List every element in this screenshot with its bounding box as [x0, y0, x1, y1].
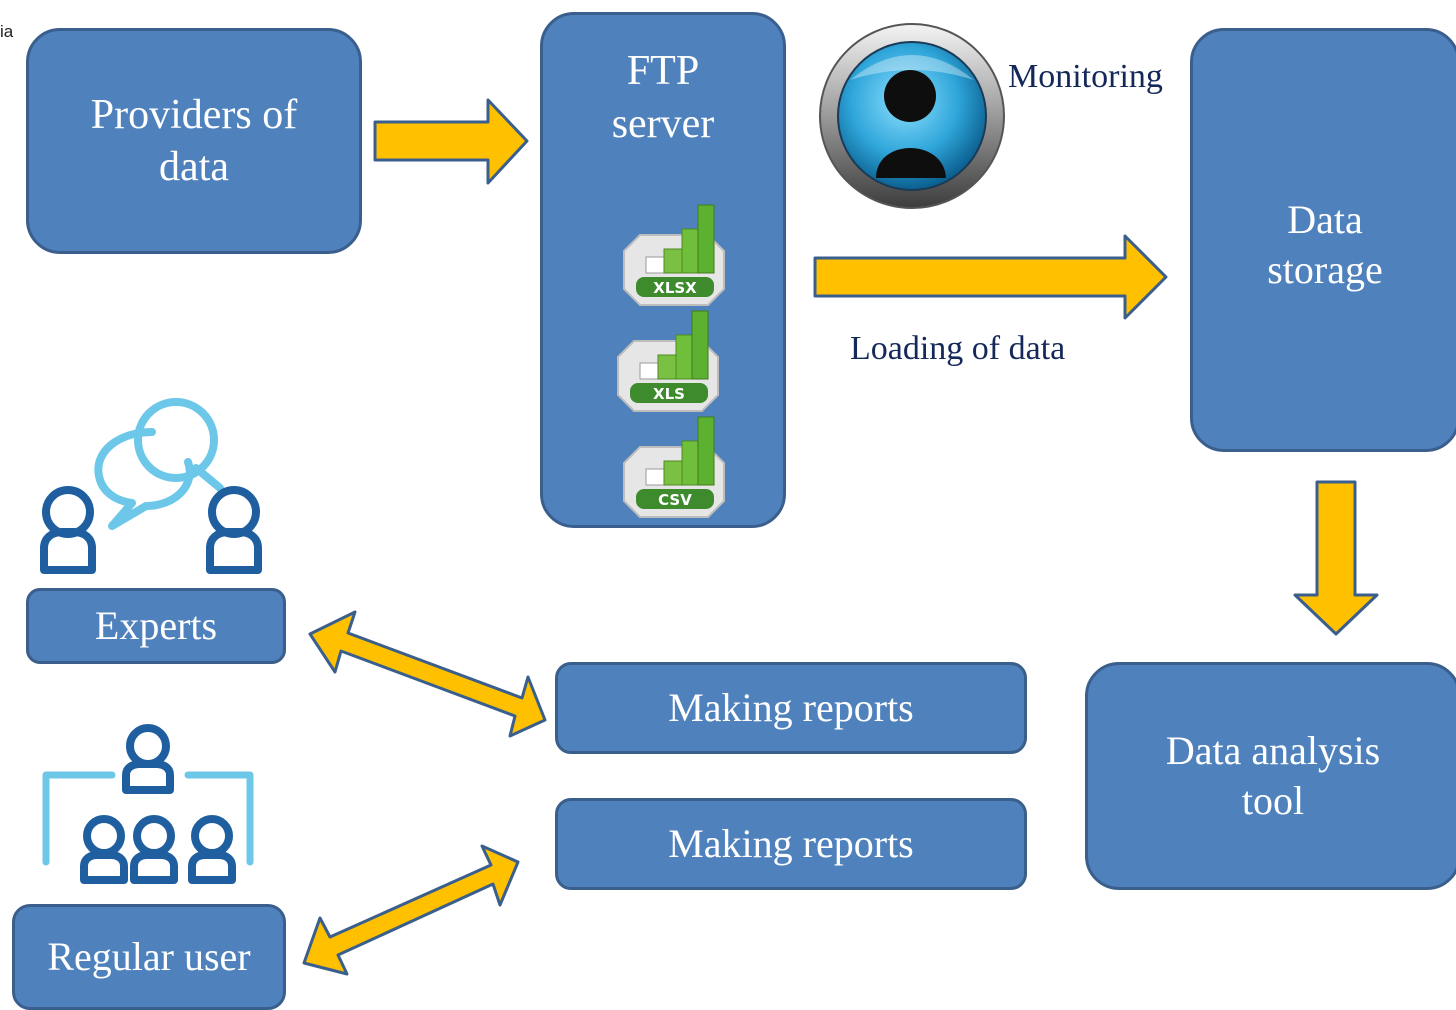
experts-box: Experts — [26, 588, 286, 664]
making-reports-label-1: Making reports — [668, 685, 914, 730]
making-reports-label-2: Making reports — [668, 821, 914, 866]
making-reports-box-2: Making reports — [555, 798, 1027, 890]
arrow-providers-to-ftp — [373, 98, 529, 185]
xlsx-icon-text: XLSX — [653, 279, 697, 297]
arrow-user-reports — [302, 844, 520, 976]
user-group-icon — [42, 724, 254, 884]
regular-user-label: Regular user — [47, 934, 251, 979]
providers-box: Providers of data — [26, 28, 362, 254]
making-reports-box-1: Making reports — [555, 662, 1027, 754]
arrow-experts-reports — [308, 610, 547, 738]
xlsx-file-icon: XLSX — [623, 204, 725, 306]
monitoring-label: Monitoring — [1008, 58, 1163, 95]
arrow-storage-to-analysis — [1293, 480, 1379, 636]
data-analysis-box: Data analysis tool — [1085, 662, 1456, 890]
xls-icon-text: XLS — [653, 385, 685, 403]
ftp-server-label: FTP server — [611, 48, 715, 147]
data-analysis-label: Data analysis tool — [1165, 728, 1381, 823]
data-storage-box: Data storage — [1190, 28, 1456, 452]
experts-label: Experts — [94, 603, 218, 648]
data-storage-label: Data storage — [1267, 197, 1383, 292]
csv-file-icon: CSV — [623, 416, 725, 518]
person-avatar-icon — [819, 23, 1005, 209]
csv-icon-text: CSV — [658, 491, 692, 509]
arrow-ftp-to-storage — [813, 234, 1168, 320]
providers-label: Providers of data — [90, 91, 298, 191]
experts-chat-icon — [40, 398, 262, 574]
regular-user-box: Regular user — [12, 904, 286, 1010]
loading-of-data-label: Loading of data — [850, 330, 1066, 367]
corner-text: ia — [0, 22, 14, 41]
xls-file-icon: XLS — [617, 310, 719, 412]
